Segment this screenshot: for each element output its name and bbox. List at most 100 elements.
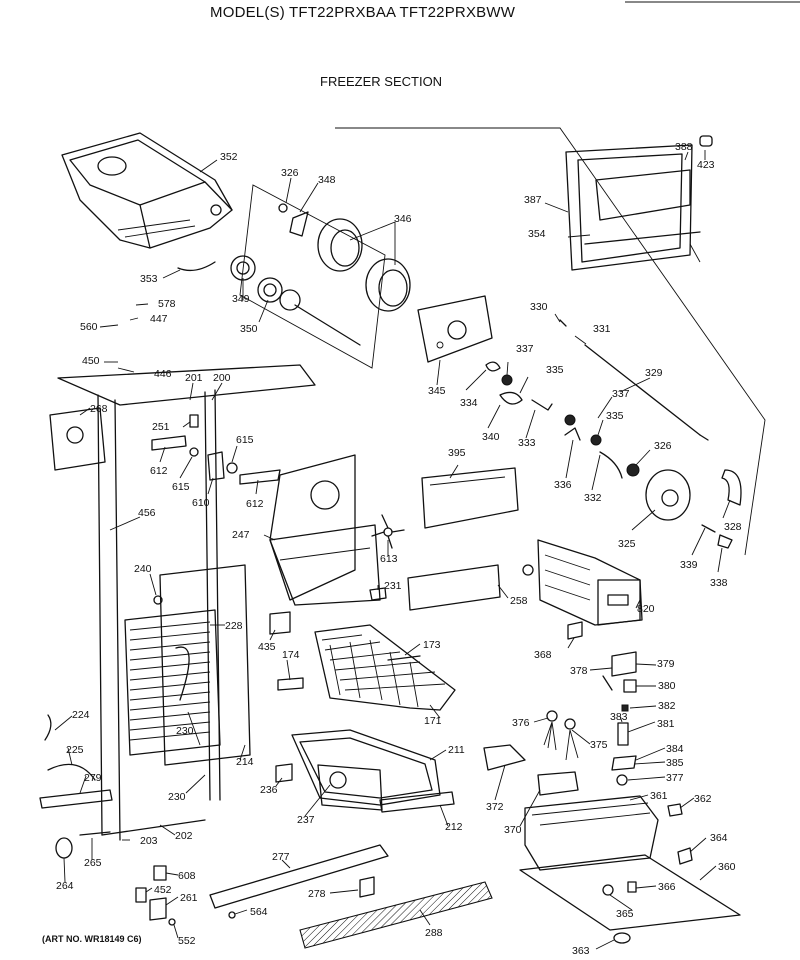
part-label-612: 612 [150,465,168,477]
auger-housing-panel [239,184,386,369]
auger-motor-parts [278,203,411,312]
part-label-349: 349 [232,293,250,305]
part-label-331: 331 [593,323,611,335]
part-label-456: 456 [138,507,156,519]
part-label-615b: 615 [172,481,190,493]
auger-assembly-part [177,255,361,346]
part-label-372: 372 [486,801,504,813]
part-label-279: 279 [84,772,102,784]
part-label-366: 366 [658,881,676,893]
part-label-333: 333 [518,437,536,449]
part-label-247: 247 [232,529,250,541]
ice-bucket-part [61,132,233,249]
part-label-354: 354 [528,228,546,240]
part-label-370: 370 [504,824,522,836]
part-label-385: 385 [666,757,684,769]
part-label-612b: 612 [246,498,264,510]
part-label-212: 212 [445,821,463,833]
part-label-346: 346 [394,213,412,225]
part-label-335: 335 [546,364,564,376]
part-label-376: 376 [512,717,530,729]
part-label-365: 365 [616,908,634,920]
part-label-330: 330 [530,301,548,313]
rail-part [209,844,389,909]
part-label-388: 388 [675,141,693,153]
damper-parts [602,651,637,786]
freezer-basket-part [269,611,456,711]
part-label-211: 211 [448,744,465,756]
part-label-560: 560 [80,321,98,333]
part-label-228: 228 [225,620,243,632]
part-label-203: 203 [140,835,158,847]
clip-part [567,621,583,640]
part-label-236: 236 [260,784,278,796]
part-label-268: 268 [90,403,108,415]
part-label-350: 350 [240,323,258,335]
part-label-382: 382 [658,700,676,712]
part-label-278: 278 [308,888,326,900]
part-label-258: 258 [510,595,528,607]
part-label-261: 261 [180,892,198,904]
fan-shroud-part [269,454,381,606]
bracket-part [369,587,387,601]
part-label-337: 337 [516,343,534,355]
part-label-377: 377 [666,772,684,784]
motor-mount-plate-part [417,295,493,363]
part-label-360: 360 [718,861,736,873]
model-title: MODEL(S) TFT22PRXBAA TFT22PRXBWW [210,4,516,21]
part-label-328: 328 [724,521,742,533]
light-socket-part [49,407,106,471]
part-label-378: 378 [570,665,588,677]
part-label-362: 362 [694,793,712,805]
part-label-450: 450 [82,355,100,367]
part-number-labels: 352 326 348 346 388 423 387 354 353 349 … [56,141,742,957]
section-title: FREEZER SECTION [320,74,443,89]
part-label-435: 435 [258,641,276,653]
freezer-liner-outline [335,127,766,556]
part-label-171: 171 [424,715,442,727]
machine-compartment-part [519,795,741,944]
kick-plate-grille-part [299,881,493,949]
part-label-332: 332 [584,492,602,504]
part-label-383: 383 [610,711,628,723]
part-label-240: 240 [134,563,152,575]
part-label-615: 615 [236,434,254,446]
part-label-364: 364 [710,832,728,844]
part-label-230: 230 [176,725,194,737]
part-label-361: 361 [650,790,668,802]
part-label-345: 345 [428,385,446,397]
control-board-part [421,467,519,529]
tube-parts [39,714,113,859]
part-label-384: 384 [666,743,684,755]
part-label-335b: 335 [606,410,624,422]
part-label-564: 564 [250,906,268,918]
cover-plate-part [483,744,579,796]
dispenser-solenoid-part [645,469,742,549]
part-label-339: 339 [680,559,698,571]
part-label-578: 578 [158,298,176,310]
part-label-224: 224 [72,709,90,721]
part-label-264: 264 [56,880,74,892]
part-label-277: 277 [272,851,290,863]
part-label-337b: 337 [612,388,630,400]
part-label-338: 338 [710,577,728,589]
part-label-379: 379 [657,658,675,670]
part-label-552: 552 [178,935,196,947]
part-label-201: 201 [185,372,203,384]
part-label-608: 608 [178,870,196,882]
part-label-334: 334 [460,397,478,409]
part-label-202: 202 [175,830,193,842]
dispenser-door-part [565,135,713,271]
part-label-251: 251 [152,421,170,433]
part-label-336: 336 [554,479,572,491]
part-label-174: 174 [282,649,300,661]
part-label-381: 381 [657,718,675,730]
part-label-230b: 230 [168,791,186,803]
part-label-231: 231 [384,580,402,592]
ice-maker-part [522,539,643,626]
fan-blade-part [371,514,405,549]
part-label-363: 363 [572,945,590,957]
art-number: (ART NO. WR18149 C6) [42,934,142,944]
part-label-173: 173 [423,639,441,651]
